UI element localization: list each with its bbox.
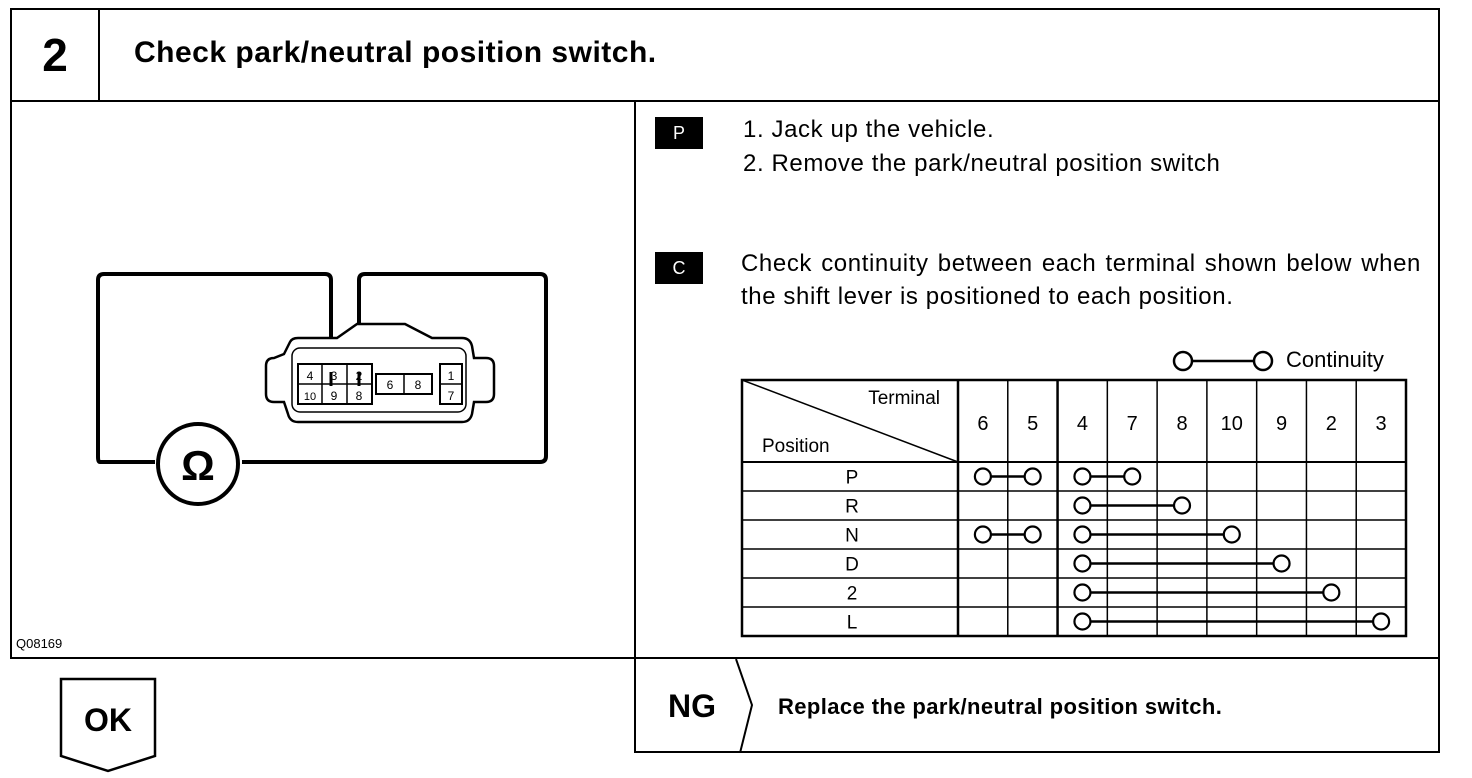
ohmmeter-lead-right (242, 272, 548, 464)
pin-label: 3 (331, 369, 338, 383)
prep-steps: 1. Jack up the vehicle. 2. Remove the pa… (743, 113, 1423, 181)
header-divider (10, 100, 1440, 102)
pin-label: 6 (387, 378, 394, 392)
terminal-label: 4 (1077, 413, 1088, 435)
continuity-node (1172, 496, 1192, 515)
step-title: Check park/neutral position switch. (134, 36, 657, 69)
continuity-node (1322, 583, 1341, 602)
header-diagonal (741, 379, 959, 463)
terminal-label: 9 (1276, 413, 1287, 435)
ohmmeter-symbol: Ω (181, 442, 215, 489)
header-position: Position (762, 436, 830, 457)
frame-top (10, 8, 1440, 10)
position-label: D (845, 555, 859, 576)
continuity-node (1372, 612, 1391, 631)
continuity-node (1073, 467, 1092, 486)
pin-block-left: 4 3 2 10 9 8 (297, 363, 373, 405)
continuity-node (973, 525, 992, 544)
check-badge: C (655, 252, 703, 284)
column-divider (634, 100, 636, 753)
frame-left (10, 8, 12, 658)
terminal-label: 3 (1376, 413, 1387, 435)
ohmmeter-connector-diagram: Ω 4 3 2 10 9 8 6 8 1 7 (96, 272, 548, 506)
terminal-label: 6 (977, 413, 988, 435)
pin-label: 7 (448, 389, 455, 403)
continuity-node (1023, 525, 1042, 544)
terminal-label: 8 (1176, 413, 1187, 435)
ng-divider-chevron (735, 659, 754, 753)
position-label: R (845, 497, 859, 518)
position-label: 2 (847, 584, 858, 605)
step-number: 2 (42, 29, 68, 81)
prep-step-1: 1. Jack up the vehicle. (743, 116, 995, 143)
pin-label: 8 (356, 389, 363, 403)
ohmmeter-circle (156, 422, 240, 506)
pin-label: 8 (415, 378, 422, 392)
pin-block-right: 1 7 (439, 363, 463, 405)
pin-label: 9 (331, 389, 338, 403)
continuity-node (1073, 583, 1092, 602)
pin-label: 1 (448, 369, 455, 383)
pin-block-middle: 6 8 (375, 373, 433, 395)
position-label: N (845, 526, 859, 547)
pin-label: 4 (307, 369, 314, 383)
continuity-node (1023, 467, 1042, 486)
continuity-node (1123, 467, 1142, 486)
step-number-divider (98, 8, 100, 102)
continuity-node (1073, 525, 1092, 544)
ok-label: OK (84, 702, 132, 738)
ng-box-bottom (634, 751, 1440, 753)
terminal-label: 5 (1027, 413, 1038, 435)
frame-right (1438, 8, 1440, 753)
figure-code: Q08169 (16, 636, 63, 651)
continuity-legend-symbol (1172, 350, 1274, 372)
pin-label: 10 (304, 391, 316, 403)
continuity-legend-label: Continuity (1286, 347, 1384, 372)
body-bottom (10, 657, 1440, 659)
continuity-node (1073, 554, 1092, 573)
ng-action-text: Replace the park/neutral position switch… (778, 694, 1223, 719)
ng-label: NG (668, 688, 716, 724)
ok-arrow-box (59, 677, 157, 773)
connector-inner (291, 347, 467, 413)
terminal-label: 7 (1127, 413, 1138, 435)
continuity-node (973, 467, 992, 486)
header-terminal: Terminal (868, 388, 940, 409)
position-label: L (847, 613, 858, 634)
continuity-node (1073, 496, 1092, 515)
continuity-node (1272, 554, 1291, 573)
prep-step-2: 2. Remove the park/neutral position swit… (743, 150, 1221, 177)
prep-badge: P (655, 117, 703, 149)
continuity-node (1222, 525, 1241, 544)
terminal-label: 2 (1326, 413, 1337, 435)
terminal-label: 10 (1221, 413, 1243, 435)
check-instruction: Check continuity between each terminal s… (741, 250, 1421, 310)
continuity-node (1073, 612, 1092, 631)
position-label: P (846, 468, 859, 489)
ohmmeter-lead-left (96, 272, 333, 464)
